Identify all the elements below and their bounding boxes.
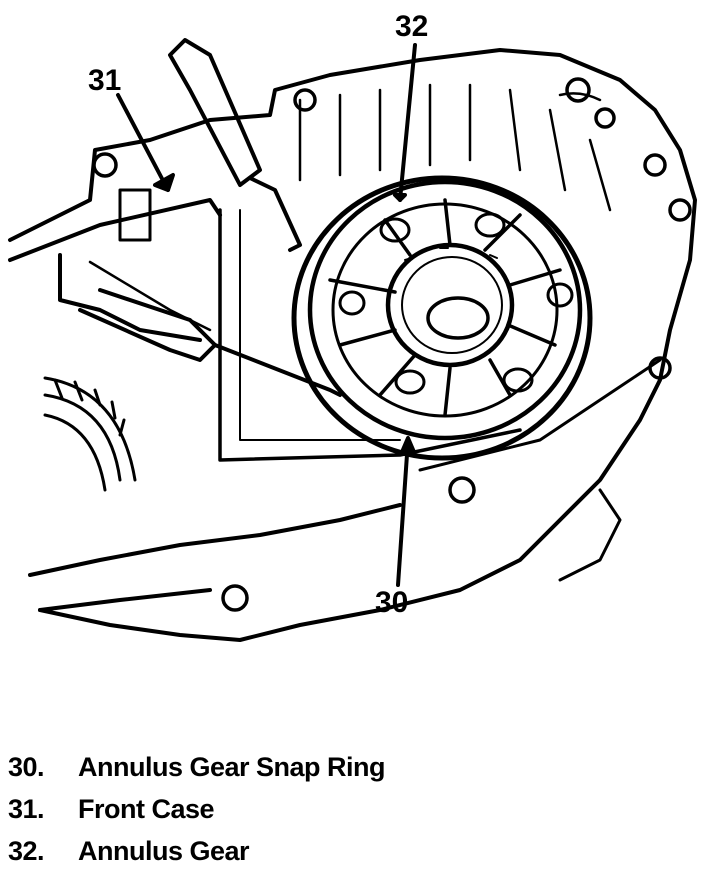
legend-item: 32. Annulus Gear (8, 836, 708, 878)
annulus-gear-snap-ring (291, 175, 593, 461)
legend-number: 30. (8, 752, 45, 782)
callout-31: 31 (88, 64, 121, 97)
legend-number: 32. (8, 836, 45, 866)
legend-item: 30. Annulus Gear Snap Ring (8, 752, 708, 794)
pry-tool (78, 288, 342, 397)
leader-lines (116, 43, 417, 587)
callout-30: 30 (375, 586, 408, 619)
bearing (43, 376, 137, 492)
callout-32: 32 (395, 10, 428, 43)
front-case (8, 48, 697, 642)
legend-item: 31. Front Case (8, 794, 708, 836)
transmission-illustration: 32 31 30 (8, 10, 697, 642)
legend-number: 31. (8, 794, 45, 824)
parts-legend: 30. Annulus Gear Snap Ring 31. Front Cas… (8, 752, 708, 878)
legend-label: Annulus Gear Snap Ring (78, 752, 386, 782)
screwdriver (168, 38, 302, 252)
legend-label: Front Case (78, 794, 215, 824)
legend-label: Annulus Gear (78, 836, 250, 866)
bolt-bosses (92, 77, 692, 612)
annulus-gear (307, 179, 583, 441)
